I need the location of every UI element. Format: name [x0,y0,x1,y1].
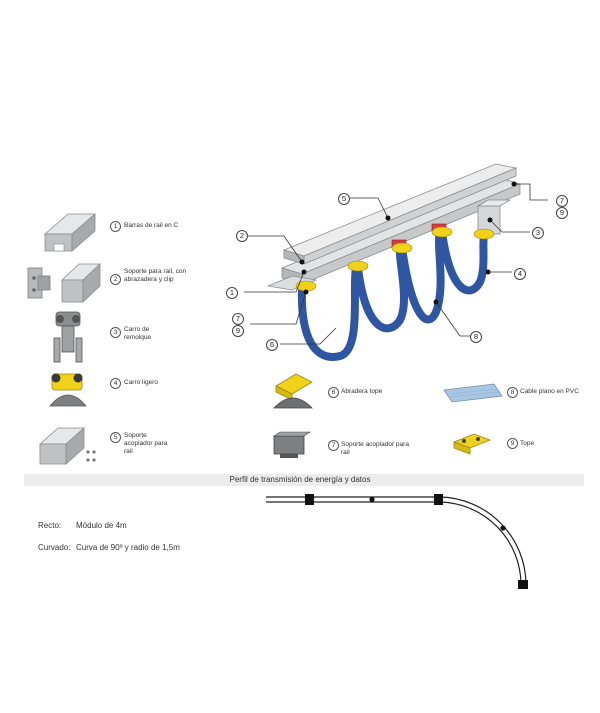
part-label-1: Barras de rail en C [124,222,179,229]
profile-midpoint-straight [369,496,375,503]
part-number-4: 4 [110,378,121,389]
part-label-7: Soporte acoplador para rail [341,441,409,456]
callout-8: 8 [470,331,482,343]
curved-label: Curvado: [38,543,71,552]
towing-trolley-icon [53,311,83,363]
stop-clamp-icon [273,373,313,409]
stopper-icon [452,433,492,455]
part-number-8: 8 [507,387,518,398]
callout-2: 2 [236,230,248,242]
part-label-2: Soporte para rail, con abrazadera y clip [124,268,187,283]
rail-support-clip-icon [27,263,102,303]
end-cap-icon [273,431,311,458]
profile-joint-middle [434,494,443,505]
callout-3: 3 [532,227,544,239]
part-number-1: 1 [110,221,121,232]
rail-coupler-support-icon [38,427,96,465]
part-number-2: 2 [110,274,121,285]
callout-9-right: 9 [556,207,568,219]
profile-midpoint-curve [500,525,506,531]
light-trolley-icon [49,373,87,407]
profile-title-band [24,474,584,486]
c-rail-bar-icon [43,213,97,252]
part-label-3: Carro de remolque [124,326,152,341]
part-number-9: 9 [507,438,518,449]
part-label-5: Soporte acoplador para rail [124,432,168,455]
part-number-6: 6 [328,387,339,398]
straight-label: Recto: [38,521,62,530]
callout-7-right: 7 [556,195,568,207]
part-label-6: Abradera tope [341,388,383,395]
callout-9-left: 9 [232,325,244,337]
curved-value: Curva de 90º y radio de 1,5m [76,543,180,552]
callout-1: 1 [226,287,238,299]
part-number-3: 3 [110,327,121,338]
profile-joint-end [518,580,528,589]
callout-6: 6 [266,339,278,351]
callout-4: 4 [514,268,526,280]
part-number-7: 7 [328,440,339,451]
part-label-8: Cable plano en PVC [520,388,579,395]
part-label-4: Carro ligero [124,379,158,386]
part-number-5: 5 [110,432,121,443]
profile-title: Perfil de transmisión de energía y datos [229,475,371,484]
profile-joint-left [305,494,314,505]
callout-5: 5 [338,193,350,205]
straight-value: Módulo de 4m [76,521,127,530]
part-label-9: Tope [520,440,535,447]
flat-pvc-cable-icon [443,383,503,403]
callout-7-left: 7 [232,313,244,325]
